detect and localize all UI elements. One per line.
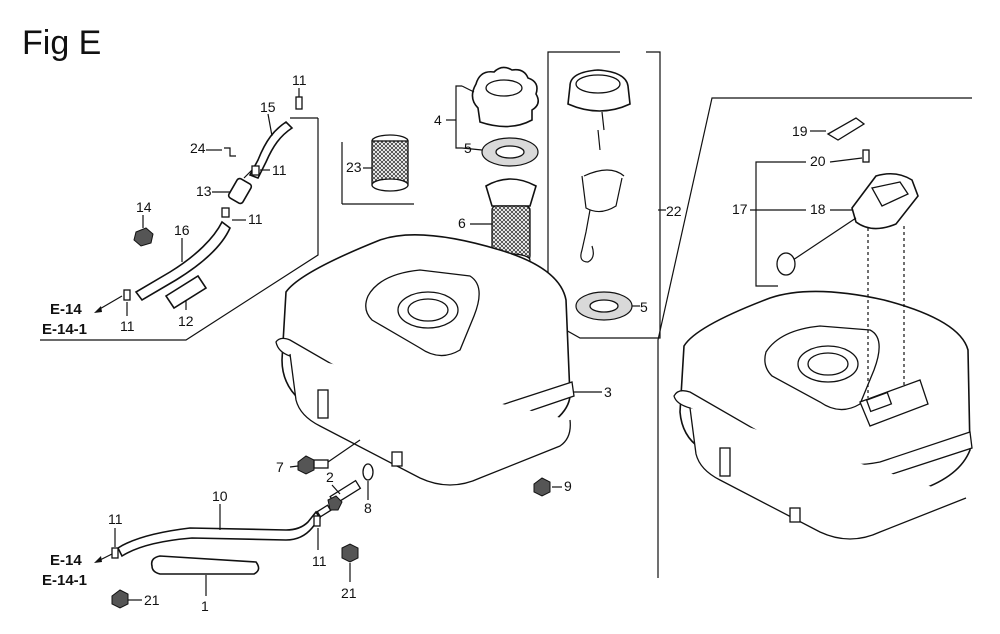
fuel-hose-15: [248, 120, 294, 180]
screw-20: [862, 149, 870, 163]
nut-21-right: [341, 543, 359, 563]
label-5-bottom: 5: [640, 299, 648, 315]
label-11-c: 11: [248, 211, 263, 227]
fuel-tank-3: [275, 234, 575, 486]
label-15: 15: [260, 99, 276, 115]
label-24: 24: [190, 140, 206, 156]
fuel-tank-right: [673, 290, 973, 540]
ref-e14-bottom[interactable]: E-14: [50, 552, 82, 569]
clip-part: [251, 165, 260, 176]
fuel-line-assembly-box: [40, 117, 319, 341]
o-ring-8: [362, 463, 374, 481]
strainer-box: [341, 142, 414, 205]
label-13: 13: [196, 183, 212, 199]
label-6: 6: [458, 215, 466, 231]
gasket-5-bottom: [575, 291, 633, 321]
nut-14: [133, 227, 154, 247]
fuel-filter-13: [227, 169, 253, 205]
clip-part: [221, 207, 230, 218]
label-10: 10: [212, 488, 228, 504]
label-8: 8: [364, 500, 372, 516]
strainer-23: [371, 134, 409, 192]
nut-21-left: [111, 589, 129, 609]
fuel-gauge-18: [776, 172, 919, 276]
label-11-d: 11: [120, 318, 135, 334]
gauge-17-box: [755, 161, 806, 287]
label-1: 1: [201, 598, 209, 614]
label-3: 3: [604, 384, 612, 400]
label-7: 7: [276, 459, 284, 475]
hose-sleeve-12: [164, 274, 208, 310]
nut-9: [533, 477, 551, 497]
fuel-hose-16: [134, 220, 231, 302]
clip-part: [313, 515, 321, 527]
cap-kit-box: [547, 51, 661, 339]
figure-title: Fig E: [22, 24, 101, 62]
label-14: 14: [136, 199, 152, 215]
label-18: 18: [810, 201, 826, 217]
clip-part: [295, 96, 303, 110]
ref-e14-1-top[interactable]: E-14-1: [42, 321, 87, 338]
gauge-assembly-divider: [657, 97, 972, 578]
gauge-cover-19: [826, 117, 866, 141]
label-11-e: 11: [108, 511, 123, 527]
label-11-b: 11: [272, 162, 287, 178]
label-21-right: 21: [341, 585, 357, 601]
label-23: 23: [346, 159, 362, 175]
drain-bolt-7: [297, 455, 329, 475]
clip-part: [111, 547, 119, 559]
clip-24: [224, 147, 236, 157]
label-12: 12: [178, 313, 194, 329]
label-11-top: 11: [292, 72, 307, 88]
label-5-top: 5: [464, 140, 472, 156]
fuel-valve-2: [316, 479, 362, 518]
label-9: 9: [564, 478, 572, 494]
fuel-cap-4: [471, 66, 540, 128]
ref-e14-top[interactable]: E-14: [50, 301, 82, 318]
gasket-5-top: [481, 137, 539, 167]
label-16: 16: [174, 222, 190, 238]
label-20: 20: [810, 153, 826, 169]
fuel-hose-10: [116, 510, 321, 558]
label-11-f: 11: [312, 553, 327, 569]
label-4: 4: [434, 112, 442, 128]
fuel-cap-22: [567, 69, 631, 263]
clip-part: [123, 289, 131, 301]
label-17: 17: [732, 201, 748, 217]
ref-e14-1-bottom[interactable]: E-14-1: [42, 572, 87, 589]
hose-sleeve-1: [150, 555, 260, 575]
label-19: 19: [792, 123, 808, 139]
label-22: 22: [666, 203, 682, 219]
label-2: 2: [326, 469, 334, 485]
label-21-left: 21: [144, 592, 160, 608]
